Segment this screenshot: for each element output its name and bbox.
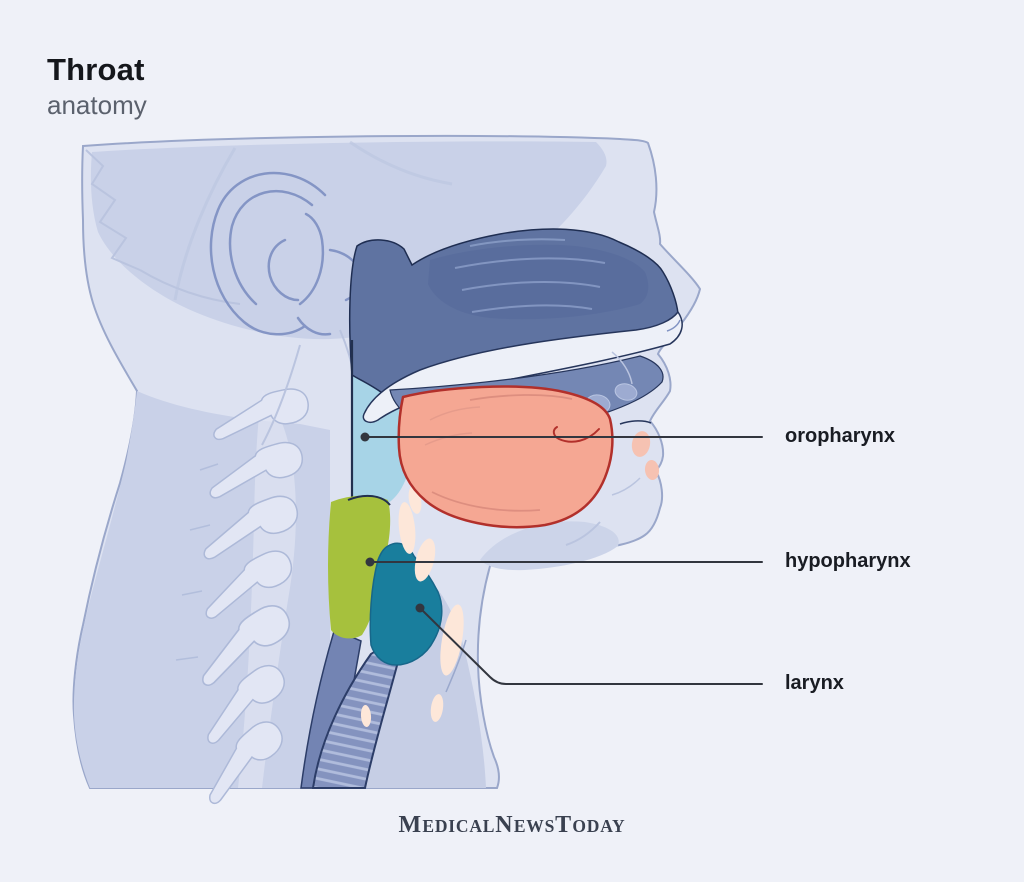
label-hypopharynx: hypopharynx [785, 550, 911, 572]
nasal-conchae-lines [454, 238, 606, 313]
tongue [397, 385, 660, 529]
leader-dot-larynx [415, 603, 425, 613]
label-larynx: larynx [785, 672, 844, 694]
leader-dots [360, 432, 425, 613]
logo-cap-n: N [495, 812, 514, 838]
logo-cap-m: M [398, 812, 423, 838]
leader-dot-hypopharynx [365, 557, 375, 567]
palate-band [362, 311, 683, 423]
logo-cap-t: T [555, 812, 573, 838]
cervical-spine [175, 386, 312, 807]
leader-lines [364, 436, 763, 685]
logo-rest-oday: ODAY [572, 816, 626, 836]
page-title: Throat [47, 52, 145, 87]
front-neck-shading [366, 562, 486, 788]
brand-logo: MEDICALNEWSTODAY [0, 812, 1024, 839]
leader-line-larynx [419, 607, 763, 685]
face-detail-lines [445, 319, 681, 693]
page-subtitle: anatomy [47, 90, 147, 120]
jaw-shading [480, 521, 619, 571]
logo-rest-ews: EWS [513, 816, 556, 836]
leader-dot-oropharynx [360, 432, 370, 442]
label-oropharynx: oropharynx [785, 425, 896, 447]
logo-rest-edical: EDICAL [422, 816, 496, 836]
lip-inner-lower [644, 460, 660, 480]
